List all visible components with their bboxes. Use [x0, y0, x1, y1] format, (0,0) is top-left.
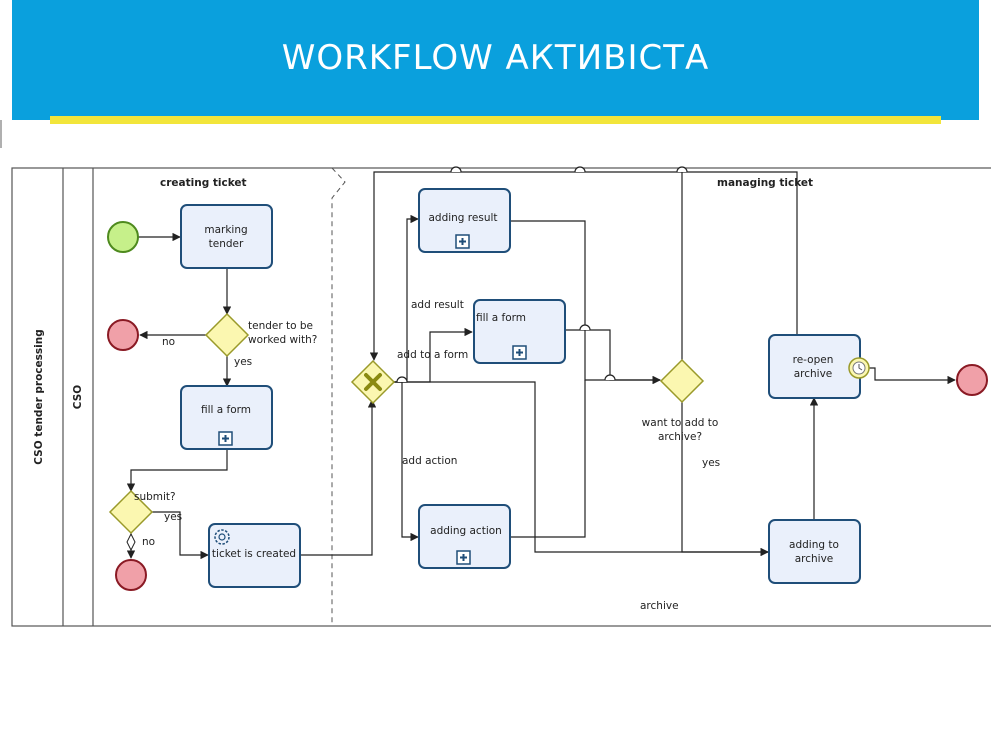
- gateway-archive-label-2: archive?: [658, 431, 702, 443]
- lane-label: CSO: [72, 385, 84, 409]
- flow-label-add-action: add action: [402, 455, 457, 467]
- flow-label-no-2: no: [142, 536, 155, 548]
- end-event-final[interactable]: [956, 364, 988, 396]
- title-underline: [50, 116, 941, 124]
- svg-text:tender: tender: [209, 238, 244, 250]
- svg-text:archive: archive: [794, 368, 833, 380]
- task-fill-form-mid[interactable]: fill a form: [473, 299, 566, 364]
- service-gear-icon: [214, 529, 230, 545]
- flow-label-no-1: no: [162, 336, 175, 348]
- gateway-tender-label: tender to be: [248, 320, 313, 332]
- gateway-submit[interactable]: [108, 489, 154, 535]
- title-banner: WORKFLOW АКТИВІСТА: [12, 0, 979, 120]
- svg-text:fill a form: fill a form: [201, 404, 251, 416]
- flow-label-yes-2: yes: [164, 511, 182, 523]
- timer-boundary-event[interactable]: [848, 357, 870, 379]
- task-fill-form-left[interactable]: fill a form: [180, 385, 273, 450]
- group-label-managing: managing ticket: [717, 177, 813, 189]
- task-ticket-created[interactable]: ticket is created: [208, 523, 301, 588]
- gateway-archive-label: want to add to: [642, 417, 719, 429]
- group-label-creating: creating ticket: [160, 177, 247, 189]
- task-adding-result[interactable]: adding result: [418, 188, 511, 253]
- end-event-not-submitted[interactable]: [115, 559, 147, 591]
- group-separator: [331, 167, 346, 626]
- svg-text:fill a form: fill a form: [476, 312, 526, 324]
- flow-label-yes-1: yes: [234, 356, 252, 368]
- gateway-exclusive[interactable]: [350, 359, 396, 405]
- svg-text:re-open: re-open: [793, 354, 834, 366]
- gateway-submit-label: submit?: [134, 491, 176, 503]
- task-adding-to-archive[interactable]: adding to archive: [768, 519, 861, 584]
- slide-edge-mark: [0, 120, 2, 148]
- task-reopen-archive[interactable]: re-open archive: [768, 334, 861, 399]
- task-adding-action[interactable]: adding action: [418, 504, 511, 569]
- flow-label-add-form: add to a form: [397, 349, 468, 361]
- svg-text:adding action: adding action: [430, 525, 502, 537]
- gateway-archive[interactable]: [659, 358, 705, 404]
- gateway-tender[interactable]: [204, 312, 250, 358]
- gateway-tender-label-2: worked with?: [248, 334, 317, 346]
- flow-label-yes-3: yes: [702, 457, 720, 469]
- end-event-not-worked[interactable]: [107, 319, 139, 351]
- pool-label: CSO tender processing: [33, 329, 45, 464]
- svg-text:marking: marking: [204, 224, 247, 236]
- group-label-archive: archive: [640, 600, 679, 612]
- flow-label-add-result: add result: [411, 299, 464, 311]
- pool: CSO tender processing CSO: [11, 167, 991, 627]
- svg-text:adding result: adding result: [428, 212, 497, 224]
- svg-text:adding to: adding to: [789, 539, 839, 551]
- svg-text:archive: archive: [795, 553, 834, 565]
- page-title: WORKFLOW АКТИВІСТА: [281, 38, 710, 78]
- start-event[interactable]: [107, 221, 139, 253]
- task-marking-tender[interactable]: marking tender: [180, 204, 273, 269]
- svg-text:ticket is created: ticket is created: [212, 548, 296, 560]
- sequence-flows: [126, 166, 956, 560]
